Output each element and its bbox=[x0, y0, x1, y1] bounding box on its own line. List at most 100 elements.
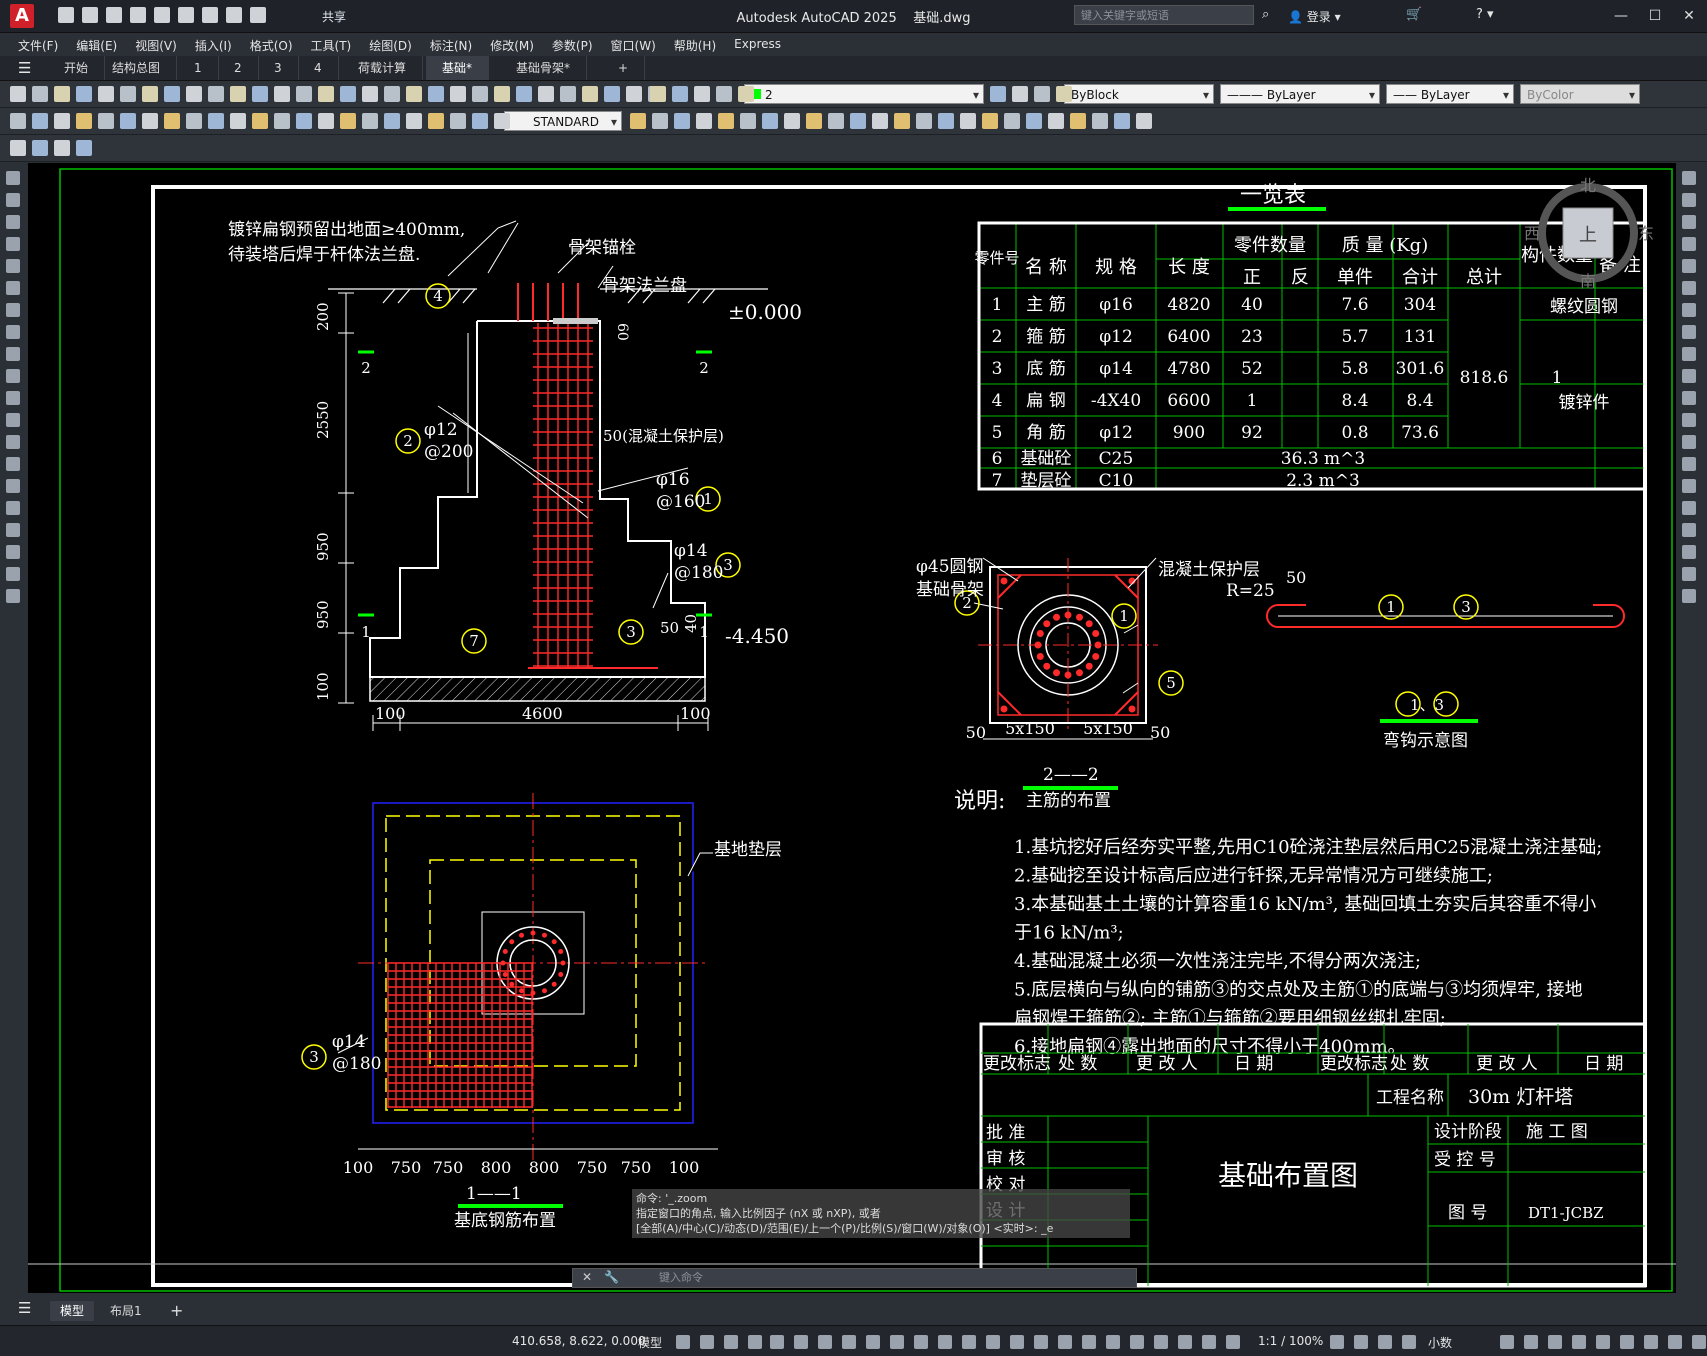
toolbar-tool-icon[interactable] bbox=[1048, 113, 1064, 129]
status-toggle-icon[interactable] bbox=[724, 1335, 738, 1349]
toolbar-tool-icon[interactable] bbox=[1136, 113, 1152, 129]
toolbar-tool-icon[interactable] bbox=[740, 113, 756, 129]
tab-model[interactable]: 模型 bbox=[50, 1301, 95, 1321]
toolbar-tool-icon[interactable] bbox=[120, 86, 136, 102]
lineweight-dropdown[interactable]: —— ByLayer bbox=[1386, 84, 1514, 105]
menu-item-5[interactable]: 工具(T) bbox=[310, 39, 352, 53]
toolbar-tool-icon[interactable] bbox=[186, 86, 202, 102]
toolbar-tool-icon[interactable] bbox=[274, 113, 290, 129]
palette-tool-icon[interactable] bbox=[1682, 391, 1696, 405]
plot-icon[interactable] bbox=[154, 7, 170, 23]
toolbar-tool-icon[interactable] bbox=[672, 86, 688, 102]
toolbar-tool-icon[interactable] bbox=[230, 86, 246, 102]
status-toggle-icon[interactable] bbox=[1130, 1335, 1144, 1349]
status-toggle-icon[interactable] bbox=[986, 1335, 1000, 1349]
status-toggle-icon[interactable] bbox=[1572, 1335, 1586, 1349]
toolbar-tool-icon[interactable] bbox=[1092, 113, 1108, 129]
status-toggle-icon[interactable] bbox=[1178, 1335, 1192, 1349]
save-as-icon[interactable] bbox=[130, 7, 146, 23]
status-toggle-icon[interactable] bbox=[1034, 1335, 1048, 1349]
toolbar-tool-icon[interactable] bbox=[32, 140, 48, 156]
plotstyle-dropdown[interactable]: ByColor bbox=[1520, 84, 1640, 105]
toolbar-tool-icon[interactable] bbox=[894, 113, 910, 129]
toolbar-tool-icon[interactable] bbox=[1026, 113, 1042, 129]
menu-item-12[interactable]: Express bbox=[734, 37, 781, 51]
palette-tool-icon[interactable] bbox=[1682, 589, 1696, 603]
tab-layout1[interactable]: 布局1 bbox=[110, 1304, 142, 1318]
toolbar-tool-icon[interactable] bbox=[938, 113, 954, 129]
minimize-button[interactable]: — bbox=[1614, 8, 1628, 24]
viewcube[interactable]: 北 南 东 西 上 bbox=[1524, 176, 1654, 291]
toolbar-tool-icon[interactable] bbox=[718, 113, 734, 129]
tab-2[interactable]: 1 bbox=[178, 56, 219, 80]
undo-icon[interactable] bbox=[202, 7, 218, 23]
toolbar-tool-icon[interactable] bbox=[494, 113, 510, 129]
new-tab-button[interactable]: + bbox=[602, 56, 646, 80]
toolbar-tool-icon[interactable] bbox=[76, 86, 92, 102]
palette-tool-icon[interactable] bbox=[1682, 325, 1696, 339]
menu-item-1[interactable]: 编辑(E) bbox=[76, 39, 118, 53]
toolbar-tool-icon[interactable] bbox=[340, 113, 356, 129]
toolbar-tool-icon[interactable] bbox=[142, 86, 158, 102]
hamburger-menu-icon[interactable]: ☰ bbox=[18, 59, 32, 77]
toolbar-tool-icon[interactable] bbox=[450, 113, 466, 129]
palette-tool-icon[interactable] bbox=[1682, 501, 1696, 515]
palette-tool-icon[interactable] bbox=[6, 567, 20, 581]
maximize-button[interactable]: ☐ bbox=[1648, 8, 1662, 24]
toolbar-tool-icon[interactable] bbox=[694, 86, 710, 102]
status-toggle-icon[interactable] bbox=[1354, 1335, 1368, 1349]
palette-tool-icon[interactable] bbox=[6, 237, 20, 251]
toolbar-tool-icon[interactable] bbox=[98, 113, 114, 129]
palette-tool-icon[interactable] bbox=[6, 501, 20, 515]
model-space-toggle[interactable]: 模型 bbox=[638, 1336, 663, 1350]
status-toggle-icon[interactable] bbox=[1644, 1335, 1658, 1349]
menu-item-10[interactable]: 窗口(W) bbox=[610, 39, 656, 53]
palette-tool-icon[interactable] bbox=[6, 171, 20, 185]
layer-dropdown[interactable]: 2 bbox=[744, 84, 984, 105]
toolbar-tool-icon[interactable] bbox=[208, 86, 224, 102]
palette-tool-icon[interactable] bbox=[1682, 281, 1696, 295]
status-toggle-icon[interactable] bbox=[1226, 1335, 1240, 1349]
toolbar-tool-icon[interactable] bbox=[916, 113, 932, 129]
toolbar-tool-icon[interactable] bbox=[828, 113, 844, 129]
linetype-dropdown[interactable]: ——— ByLayer bbox=[1220, 84, 1380, 105]
status-toggle-icon[interactable] bbox=[700, 1335, 714, 1349]
toolbar-tool-icon[interactable] bbox=[98, 86, 114, 102]
toolbar-tool-icon[interactable] bbox=[538, 86, 554, 102]
toolbar-tool-icon[interactable] bbox=[76, 113, 92, 129]
units-dropdown[interactable]: 小数 bbox=[1428, 1336, 1453, 1350]
palette-tool-icon[interactable] bbox=[6, 413, 20, 427]
status-toggle-icon[interactable] bbox=[1668, 1335, 1682, 1349]
palette-tool-icon[interactable] bbox=[6, 303, 20, 317]
toolbar-tool-icon[interactable] bbox=[362, 113, 378, 129]
toolbar-tool-icon[interactable] bbox=[582, 86, 598, 102]
layout-menu-icon[interactable]: ☰ bbox=[18, 1299, 32, 1317]
toolbar-tool-icon[interactable] bbox=[208, 113, 224, 129]
toolbar-tool-icon[interactable] bbox=[32, 86, 48, 102]
palette-tool-icon[interactable] bbox=[1682, 237, 1696, 251]
toolbar-tool-icon[interactable] bbox=[674, 113, 690, 129]
tab-1[interactable]: 结构总图 bbox=[96, 56, 178, 80]
toolbar-tool-icon[interactable] bbox=[516, 86, 532, 102]
toolbar-tool-icon[interactable] bbox=[54, 140, 70, 156]
save-icon[interactable] bbox=[106, 7, 122, 23]
toolbar-tool-icon[interactable] bbox=[406, 113, 422, 129]
palette-tool-icon[interactable] bbox=[1682, 479, 1696, 493]
toolbar-tool-icon[interactable] bbox=[318, 113, 334, 129]
command-close-icon[interactable]: ✕ bbox=[582, 1270, 593, 1284]
status-toggle-icon[interactable] bbox=[1596, 1335, 1610, 1349]
palette-tool-icon[interactable] bbox=[6, 435, 20, 449]
toolbar-tool-icon[interactable] bbox=[252, 86, 268, 102]
toolbar-tool-icon[interactable] bbox=[1034, 86, 1050, 102]
toolbar-tool-icon[interactable] bbox=[340, 86, 356, 102]
open-file-icon[interactable] bbox=[82, 7, 98, 23]
toolbar-tool-icon[interactable] bbox=[384, 86, 400, 102]
toolbar-tool-icon[interactable] bbox=[494, 86, 510, 102]
toolbar-tool-icon[interactable] bbox=[604, 86, 620, 102]
toolbar-tool-icon[interactable] bbox=[784, 113, 800, 129]
palette-tool-icon[interactable] bbox=[6, 391, 20, 405]
status-toggle-icon[interactable] bbox=[1378, 1335, 1392, 1349]
toolbar-tool-icon[interactable] bbox=[10, 86, 26, 102]
palette-tool-icon[interactable] bbox=[6, 193, 20, 207]
palette-tool-icon[interactable] bbox=[1682, 171, 1696, 185]
